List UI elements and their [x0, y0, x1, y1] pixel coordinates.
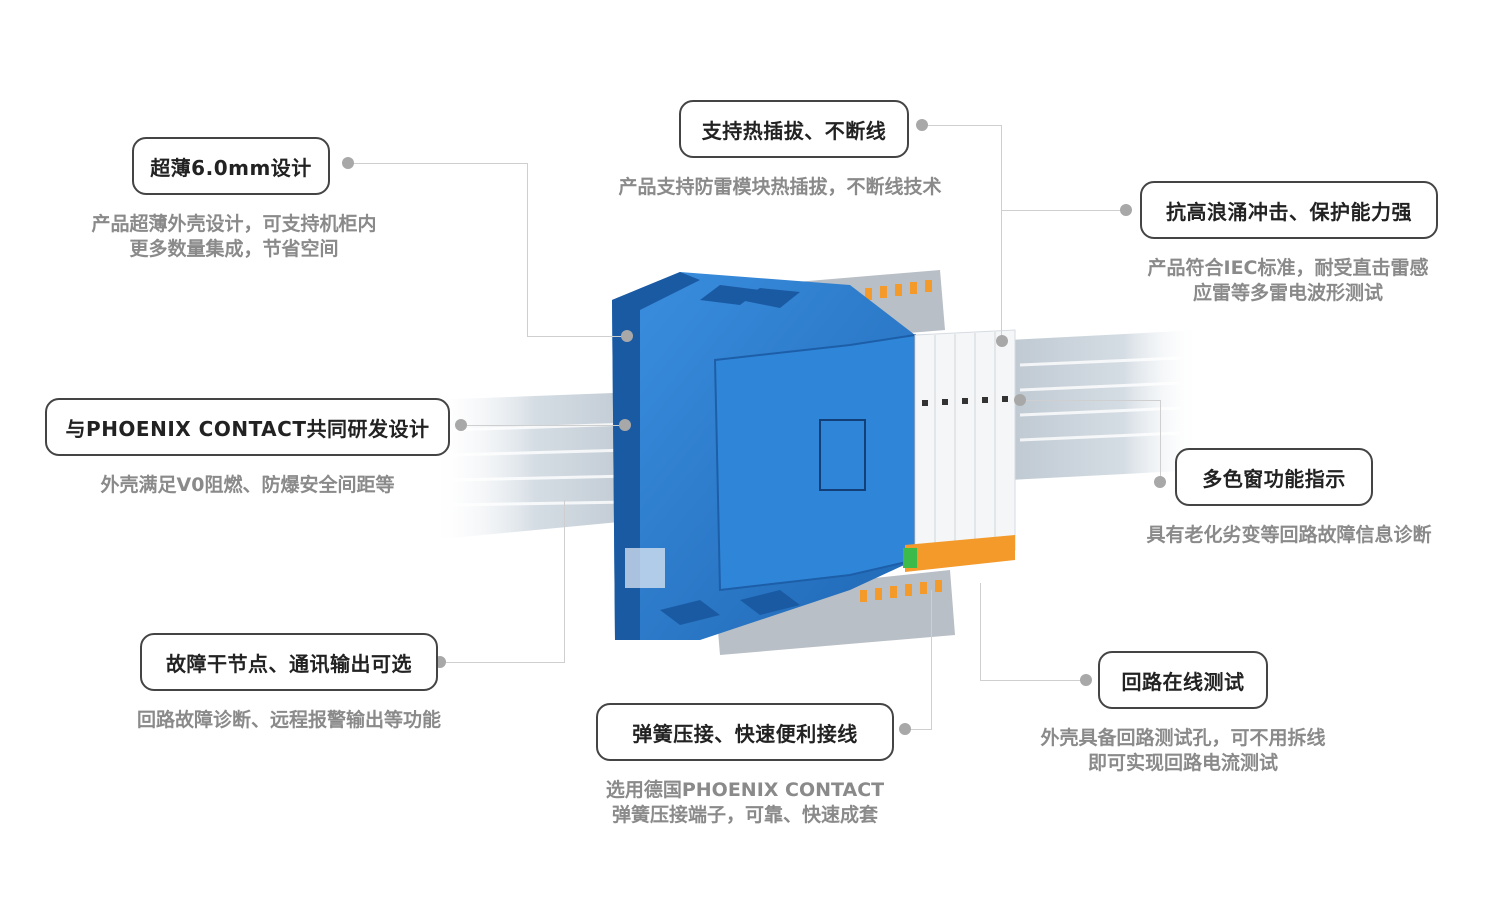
connector-phoenix-h	[460, 425, 625, 426]
connector-fault-h	[440, 662, 565, 663]
desc-line: 更多数量集成，节省空间	[129, 238, 339, 260]
feature-title-phoenix: 与PHOENIX CONTACT共同研发设计	[45, 398, 450, 456]
din-rail-left	[430, 392, 640, 540]
feature-desc-hotplug: 产品支持防雷模块热插拔，不断线技术	[580, 175, 980, 200]
connector-spring-h	[905, 729, 932, 730]
feature-title-slim: 超薄6.0mm设计	[132, 137, 330, 195]
desc-line: 具有老化劣变等回路故障信息诊断	[1146, 524, 1432, 546]
din-rail-right	[1010, 330, 1200, 480]
marker-dot	[1154, 476, 1166, 488]
marker-dot	[899, 723, 911, 735]
feature-desc-slim: 产品超薄外壳设计，可支持机柜内 更多数量集成，节省空间	[60, 212, 408, 262]
white-modules	[903, 329, 1016, 572]
feature-title-fault: 故障干节点、通讯输出可选	[140, 633, 438, 691]
connector-slim-v	[527, 163, 528, 336]
desc-line: 选用德国PHOENIX CONTACT	[605, 779, 885, 801]
feature-desc-fault: 回路故障诊断、远程报警输出等功能	[95, 708, 483, 733]
desc-line: 应雷等多雷电波形测试	[1192, 282, 1383, 304]
marker-dot	[1120, 204, 1132, 216]
marker-dot	[342, 157, 354, 169]
marker-dot	[1014, 394, 1026, 406]
desc-line: 回路故障诊断、远程报警输出等功能	[136, 709, 441, 731]
marker-dot	[916, 119, 928, 131]
marker-dot	[1080, 674, 1092, 686]
connector-indicator-v	[1160, 400, 1161, 482]
connector-looptest-v	[980, 583, 981, 680]
desc-line: 产品支持防雷模块热插拔，不断线技术	[618, 176, 942, 198]
feature-title-surge: 抗高浪涌冲击、保护能力强	[1140, 181, 1438, 239]
connector-hotplug-h	[922, 125, 1002, 126]
feature-title-indicator: 多色窗功能指示	[1175, 448, 1373, 506]
marker-dot	[996, 335, 1008, 347]
feature-desc-indicator: 具有老化劣变等回路故障信息诊断	[1100, 523, 1478, 548]
connector-indicator-h	[1020, 400, 1160, 401]
marker-dot	[619, 419, 631, 431]
feature-title-spring: 弹簧压接、快速便利接线	[596, 703, 894, 761]
connector-spring-v	[931, 590, 932, 730]
connector-fault-v	[564, 500, 565, 662]
marker-dot	[455, 419, 467, 431]
feature-desc-spring: 选用德国PHOENIX CONTACT 弹簧压接端子，可靠、快速成套	[570, 778, 920, 828]
connector-hotplug-v	[1001, 125, 1002, 340]
feature-desc-surge: 产品符合IEC标准，耐受直击雷感 应雷等多雷电波形测试	[1110, 256, 1466, 306]
desc-line: 产品超薄外壳设计，可支持机柜内	[91, 213, 377, 235]
marker-dot	[621, 330, 633, 342]
feature-title-looptest: 回路在线测试	[1098, 651, 1268, 709]
feature-desc-phoenix: 外壳满足V0阻燃、防爆安全间距等	[45, 473, 450, 498]
connector-slim-h2	[527, 336, 627, 337]
connector-looptest-h	[980, 680, 1085, 681]
feature-desc-looptest: 外壳具备回路测试孔，可不用拆线 即可实现回路电流测试	[1000, 726, 1366, 776]
connector-surge-h	[1001, 210, 1126, 211]
desc-line: 外壳具备回路测试孔，可不用拆线	[1040, 727, 1326, 749]
desc-line: 外壳满足V0阻燃、防爆安全间距等	[100, 474, 395, 496]
desc-line: 产品符合IEC标准，耐受直击雷感	[1147, 257, 1429, 279]
desc-line: 即可实现回路电流测试	[1087, 752, 1278, 774]
feature-title-hotplug: 支持热插拔、不断线	[679, 100, 909, 158]
blue-housing	[612, 272, 916, 640]
desc-line: 弹簧压接端子，可靠、快速成套	[611, 804, 878, 826]
connector-slim-h	[350, 163, 528, 164]
